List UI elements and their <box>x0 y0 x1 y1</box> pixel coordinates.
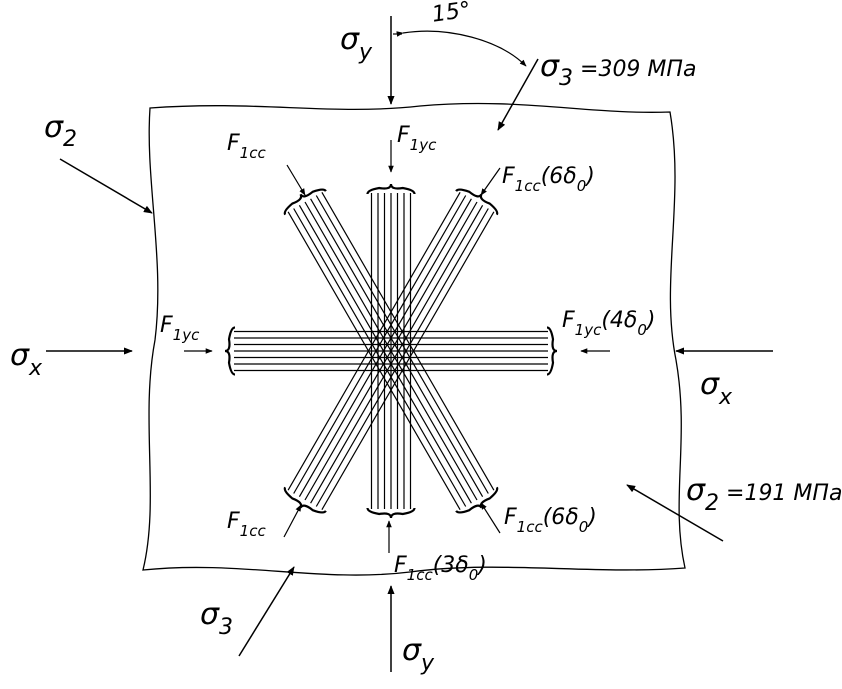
f1yc-left-label: F1yc <box>160 313 200 344</box>
angle-arc <box>396 30 527 67</box>
diagonal-bundle-left-fiber <box>310 198 484 498</box>
diagonal-bundle-left-fiber <box>321 191 495 491</box>
f1cc-upper-right-label: F1cc(6δ0) <box>502 164 595 195</box>
f1cc-lower-right-label: F1cc(6δ0) <box>504 505 597 536</box>
vertical-bundle-end-brace-b <box>366 507 416 519</box>
vertical-bundle-end-brace-a <box>366 183 416 195</box>
sigma-x-right-label: σx <box>700 367 733 410</box>
diagonal-bundle-left-fiber <box>315 195 489 494</box>
diagonal-bundle-right-fiber <box>321 211 495 511</box>
sigma-2-right-label: σ2 =191 МПа <box>686 473 842 516</box>
diagonal-bundle-left-fiber <box>298 204 472 504</box>
f1cc-upper-left-label: F1cc <box>227 131 266 162</box>
f1cc-lower-left-label: F1cc <box>227 509 266 540</box>
sigma-3-top-label: σ3 =309 МПа <box>540 49 696 91</box>
diagonal-bundle-right-fiber <box>287 191 461 491</box>
sigma-2-top-left-label: σ2 <box>44 110 77 152</box>
sigma-3-top-arrow <box>497 58 539 131</box>
f-arrow-upper-right <box>480 167 501 196</box>
f1yc-top-label: F1yc <box>397 123 437 154</box>
f1cc-bottom-label: F1cc(3δ0) <box>394 553 487 584</box>
diagonal-bundle-left-fiber <box>293 208 467 507</box>
f-arrow-upper-left <box>286 164 306 196</box>
sigma-y-bottom-label: σy <box>402 633 435 676</box>
diagonal-bundle-left-fiber <box>304 201 478 501</box>
sigma-y-top-label: σy <box>340 22 373 65</box>
f-arrow-lower-left <box>283 504 302 538</box>
f-arrow-lower-right <box>480 502 501 534</box>
sigma-3-bottom-arrow <box>238 566 295 657</box>
diagonal-bundle-left-fiber <box>287 211 461 511</box>
sigma-2-left-arrow <box>59 158 153 214</box>
fiber-bundles <box>224 183 558 519</box>
angle-label: 15° <box>430 0 472 28</box>
diagonal-bundle-right-fiber <box>298 198 472 498</box>
horizontal-bundle-end-brace-b <box>224 326 236 376</box>
sigma-3-bottom-label: σ3 <box>200 597 233 640</box>
sigma-2-right-arrow <box>626 484 724 542</box>
sigma-x-left-label: σx <box>10 338 43 381</box>
diagonal-bundle-right-fiber <box>310 204 484 504</box>
plate-outline <box>142 102 686 576</box>
f1yc-right-label: F1yc(4δ0) <box>562 308 656 339</box>
horizontal-bundle-end-brace-a <box>546 326 558 376</box>
